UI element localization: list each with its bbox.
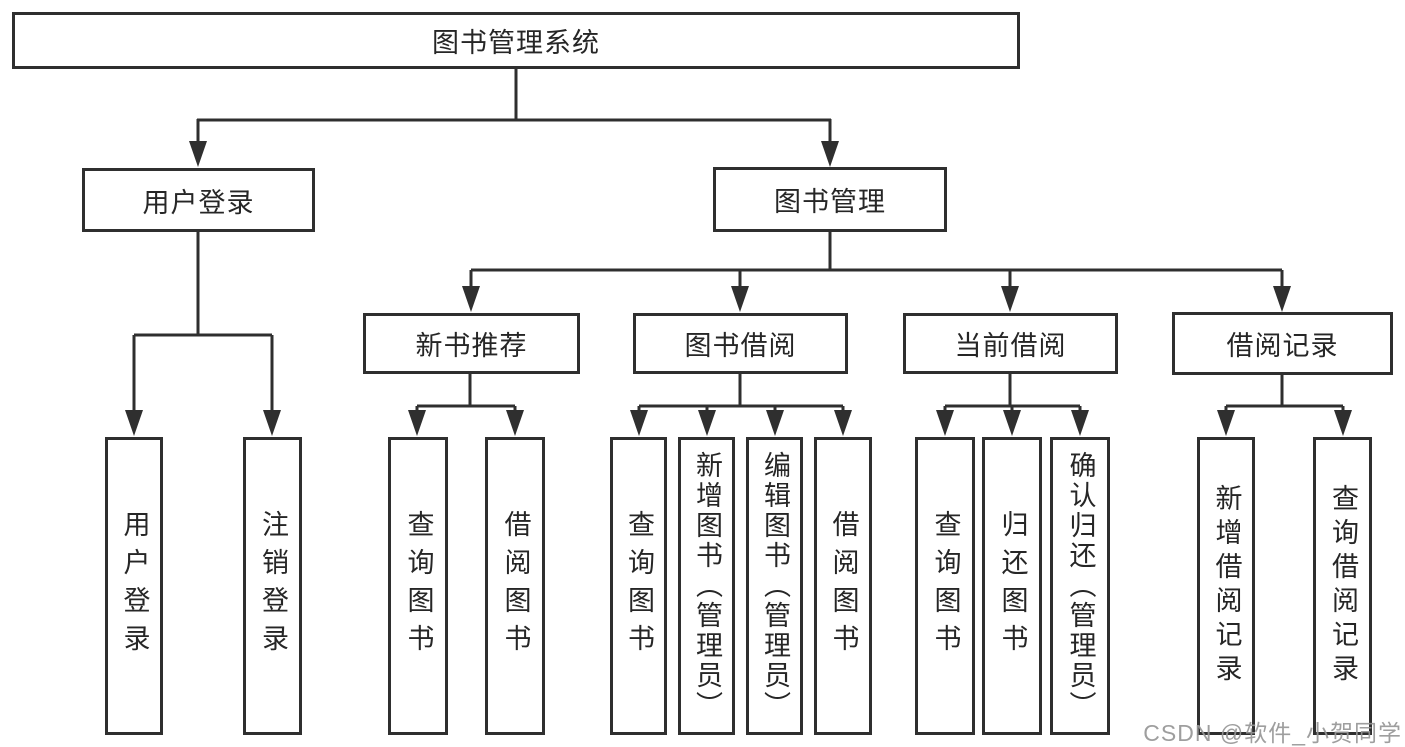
leaf-edit-book-admin: 编辑图书（管理员） xyxy=(746,437,803,735)
leaf-return-book: 归还图书 xyxy=(982,437,1042,735)
leaf-add-book-admin: 新增图书（管理员） xyxy=(678,437,735,735)
node-new-book-recommend: 新书推荐 xyxy=(363,313,580,374)
node-book-borrow: 图书借阅 xyxy=(633,313,848,374)
leaf-logout-login: 注销登录 xyxy=(243,437,302,735)
leaf-borrow-book-2: 借阅图书 xyxy=(814,437,872,735)
node-label: 图书管理 xyxy=(774,187,886,217)
leaf-confirm-return-admin: 确认归还（管理员） xyxy=(1050,437,1110,735)
node-label: 当前借阅 xyxy=(954,331,1067,361)
node-borrow-records: 借阅记录 xyxy=(1172,312,1393,375)
node-root-library-system: 图书管理系统 xyxy=(12,12,1020,69)
node-current-borrow: 当前借阅 xyxy=(903,313,1118,374)
leaf-query-borrow-record: 查询借阅记录 xyxy=(1313,437,1372,735)
leaf-borrow-book: 借阅图书 xyxy=(485,437,545,735)
leaf-add-borrow-record: 新增借阅记录 xyxy=(1197,437,1255,735)
node-label: 借阅记录 xyxy=(1226,331,1339,361)
node-label: 用户登录 xyxy=(142,187,255,218)
node-label: 图书借阅 xyxy=(684,331,797,361)
leaf-query-book: 查询图书 xyxy=(388,437,448,735)
node-book-management: 图书管理 xyxy=(713,167,947,232)
csdn-watermark: CSDN @软件_小贺同学 xyxy=(1143,720,1402,746)
leaf-query-book-3: 查询图书 xyxy=(915,437,975,735)
node-label: 新书推荐 xyxy=(415,331,528,361)
leaf-user-login: 用户登录 xyxy=(105,437,163,735)
node-user-login: 用户登录 xyxy=(82,168,315,232)
leaf-query-book-2: 查询图书 xyxy=(610,437,667,735)
node-label: 图书管理系统 xyxy=(432,28,600,58)
